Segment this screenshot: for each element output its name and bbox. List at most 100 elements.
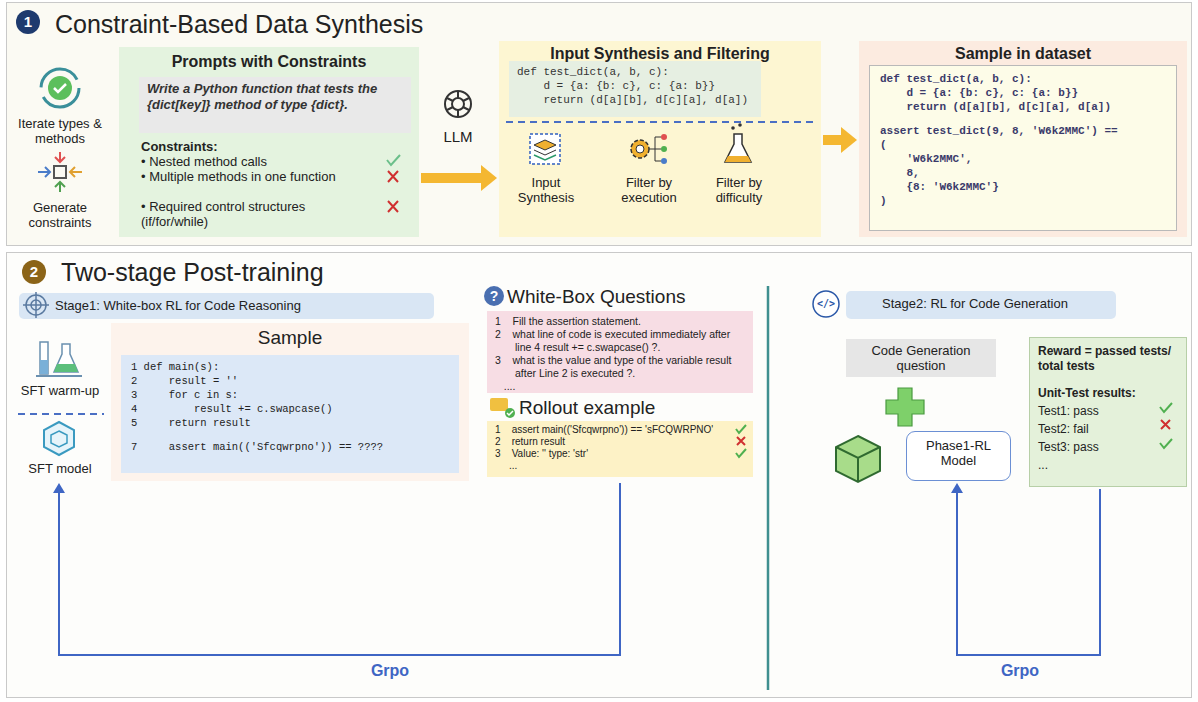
node-text: 2 what line of code is executed immediat… [495, 328, 745, 354]
node-text: 1 Fill the assertion statement. [495, 315, 745, 328]
stage-header: Stage1: White-box RL for Code Reasoning [19, 293, 434, 319]
text-slot: Two-stage Post-training [61, 258, 561, 287]
node-text: 3 for c in s: [131, 388, 449, 402]
text-slot: • Required control structures (if/for/wh… [141, 199, 356, 229]
plus-symbol [886, 388, 924, 426]
node-text: SFT model [15, 461, 105, 476]
label: ? [484, 288, 504, 304]
text-slot: White-Box Questions [507, 286, 757, 308]
text-slot: Constraints: [141, 139, 356, 154]
code-box: def test_dict(a, b, c): d = {a: {b: c}, … [869, 65, 1177, 231]
node-text: 7 assert main(('Sfcqwrpno')) == ???? [131, 440, 449, 454]
text-slot: • Multiple methods in one function [141, 169, 356, 184]
text-slot: Unit-Test results: [1038, 386, 1178, 401]
heading: Rollout example [519, 397, 759, 419]
node-text: 1 assert main(('Sfcqwrpno')) == 'sFCQWRP… [495, 424, 729, 436]
node-text: return (d[a][b], d[c][a], d[a]) [517, 93, 753, 107]
check-mark [387, 155, 400, 165]
code-box: def test_dict(a, b, c): d = {a: {b: c}, … [509, 61, 761, 117]
node-text: • Multiple methods in one function [141, 169, 356, 184]
node-text: Unit-Test results: [1038, 386, 1178, 401]
node-text: {8: 'W6k2MMC'} [880, 180, 1166, 194]
connector [421, 165, 497, 191]
check-mark [736, 449, 746, 457]
check-mark [1160, 403, 1172, 412]
text-slot: Sample in dataset [859, 45, 1187, 63]
node-text: Stage2: RL for Code Generation [882, 296, 1108, 311]
text-slot: • Nested method calls [141, 154, 356, 169]
text-slot: Constraint-Based Data Synthesis [55, 10, 555, 39]
edge-label: Grpo [360, 662, 420, 680]
cross-mark [1161, 420, 1170, 429]
node-text: ... [1038, 458, 1158, 473]
node-text: 2 return result [495, 436, 729, 448]
text-slot: Prompts with Constraints [119, 53, 419, 71]
beaker-icon [36, 342, 82, 376]
question-list: 1 Fill the assertion statement.2 what li… [487, 311, 753, 393]
heading: Reward = passed tests/ total tests [1038, 344, 1183, 374]
connector [951, 483, 1100, 655]
question-box: Code Generation question [846, 339, 996, 377]
heading: Constraint-Based Data Synthesis [55, 10, 555, 39]
node-text: Input Synthesis [511, 175, 581, 205]
node-text: def test_dict(a, b, c): [517, 65, 753, 79]
node-text: 5 return result [131, 416, 449, 430]
node-text: 4 result += c.swapcase() [131, 402, 449, 416]
stage-label: SFT warm-up [15, 383, 105, 403]
node-text: d = {a: {b: c}, c: {a: b}} [517, 79, 753, 93]
badge-circle [22, 260, 46, 284]
cube-icon [836, 436, 880, 482]
node-text: Code Generation question [852, 343, 990, 373]
badge-circle [16, 10, 40, 34]
label: Iterate types & methods [12, 116, 108, 146]
cross-mark [737, 437, 745, 445]
node-text: Constraints: [141, 139, 356, 154]
code-box: 1 def main(s):2 result = ''3 for c in s:… [121, 355, 459, 473]
node-text: Write a Python function that tests the {… [147, 81, 403, 113]
heading: Sample in dataset [859, 45, 1187, 63]
check-mark [1160, 439, 1172, 448]
heading: Input Synthesis and Filtering [499, 45, 821, 63]
check-mark [736, 425, 746, 433]
text-slot: Test3: pass [1038, 440, 1158, 455]
node-text: d = {a: {b: c}, c: {a: b}} [880, 86, 1166, 100]
node-text: Test3: pass [1038, 440, 1158, 455]
node-text: Filter by difficulty [699, 175, 779, 205]
node-text: 8, [880, 166, 1166, 180]
iterate-icon [41, 69, 79, 107]
model-label: SFT model [15, 461, 105, 481]
reward-box: Reward = passed tests/ total testsUnit-T… [1029, 337, 1187, 487]
text-slot: Input Synthesis [511, 175, 581, 205]
llm-logo [445, 91, 471, 117]
edge-label: LLM [426, 128, 490, 145]
rollout-panel: Rollout example 1 assert main(('Sfcqwrpno… [479, 397, 761, 481]
prompt-panel: Prompts with ConstraintsConstraints:• Ne… [119, 47, 419, 237]
node-text: SFT warm-up [15, 383, 105, 398]
node-text: • Required control structures (if/for/wh… [141, 199, 356, 229]
label: </> [813, 298, 839, 310]
label: Generate constraints [12, 200, 108, 230]
heading: Sample [111, 327, 469, 349]
constraints-icon [38, 152, 82, 192]
label: 2 [22, 263, 46, 281]
node-text: ) [880, 194, 1166, 208]
cross-mark [388, 171, 398, 182]
node-text: 3 what is the value and type of the vari… [495, 354, 745, 380]
heading: White-Box Questions [507, 286, 757, 308]
heading: Two-stage Post-training [61, 258, 561, 287]
node-text: 3 Value: '' type: 'str' [495, 448, 729, 460]
node-text: 2 result = '' [131, 374, 449, 388]
node-text: .... [495, 380, 745, 393]
node-text: 'W6k2MMC', [880, 152, 1166, 166]
connector [53, 483, 620, 655]
question-panel: White-Box Questions 1 Fill the assertion … [479, 285, 761, 395]
text-slot: Filter by difficulty [699, 175, 779, 205]
gear-icon [631, 134, 667, 164]
node-text: Test1: pass [1038, 404, 1158, 419]
prompt-box: Write a Python function that tests the {… [139, 77, 411, 133]
layers-icon [530, 134, 560, 164]
node-text: assert test_dict(9, 8, 'W6k2MMC') == [880, 124, 1166, 138]
cross-mark [388, 201, 398, 212]
connector [823, 127, 857, 153]
node-text: return (d[a][b], d[c][a], d[a]) [880, 100, 1166, 114]
